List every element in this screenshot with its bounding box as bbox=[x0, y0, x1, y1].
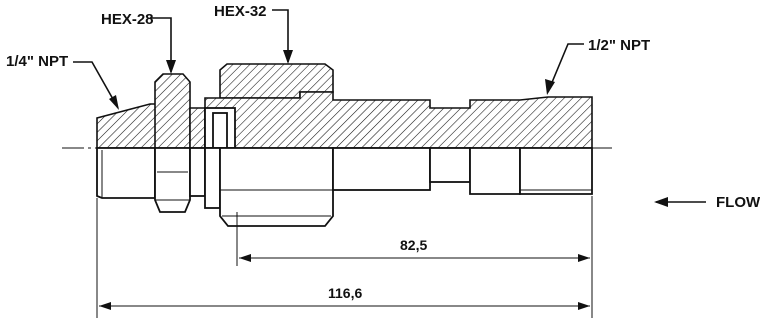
leader-hex32: HEX-32 bbox=[214, 3, 293, 64]
quarter-npt-thread-section bbox=[96, 103, 159, 149]
quarter-npt-label: 1/4" NPT bbox=[6, 53, 68, 70]
body-cylinder bbox=[332, 147, 431, 191]
dimension-overall: 116,6 bbox=[96, 198, 593, 318]
hex28-nut-section bbox=[154, 73, 191, 149]
body-neck bbox=[429, 147, 471, 183]
leader-half-npt: 1/2" NPT bbox=[545, 37, 650, 95]
flow-label: FLOW bbox=[716, 194, 760, 211]
half-npt-thread bbox=[519, 147, 593, 195]
seat-insert-inner bbox=[212, 112, 228, 149]
shoulder-section bbox=[189, 107, 206, 149]
quarter-npt-thread bbox=[96, 147, 156, 199]
leader-hex28: HEX-28 bbox=[101, 11, 176, 74]
shoulder bbox=[189, 147, 206, 197]
main-body-section bbox=[204, 91, 593, 149]
hex28-label: HEX-28 bbox=[101, 11, 154, 28]
section-upper-half bbox=[96, 63, 593, 149]
flow-indicator: FLOW bbox=[654, 194, 760, 211]
outside-lower-half bbox=[96, 147, 593, 227]
collar bbox=[204, 147, 221, 209]
hex32-label: HEX-32 bbox=[214, 3, 267, 20]
leader-quarter-npt: 1/4" NPT bbox=[6, 53, 119, 110]
overall-length-value: 116,6 bbox=[328, 285, 362, 301]
dimension-inner: 82,5 bbox=[236, 196, 593, 266]
hex28-nut bbox=[154, 147, 191, 213]
half-npt-end bbox=[469, 147, 521, 195]
half-npt-label: 1/2" NPT bbox=[588, 37, 650, 54]
inner-length-value: 82,5 bbox=[400, 237, 427, 253]
